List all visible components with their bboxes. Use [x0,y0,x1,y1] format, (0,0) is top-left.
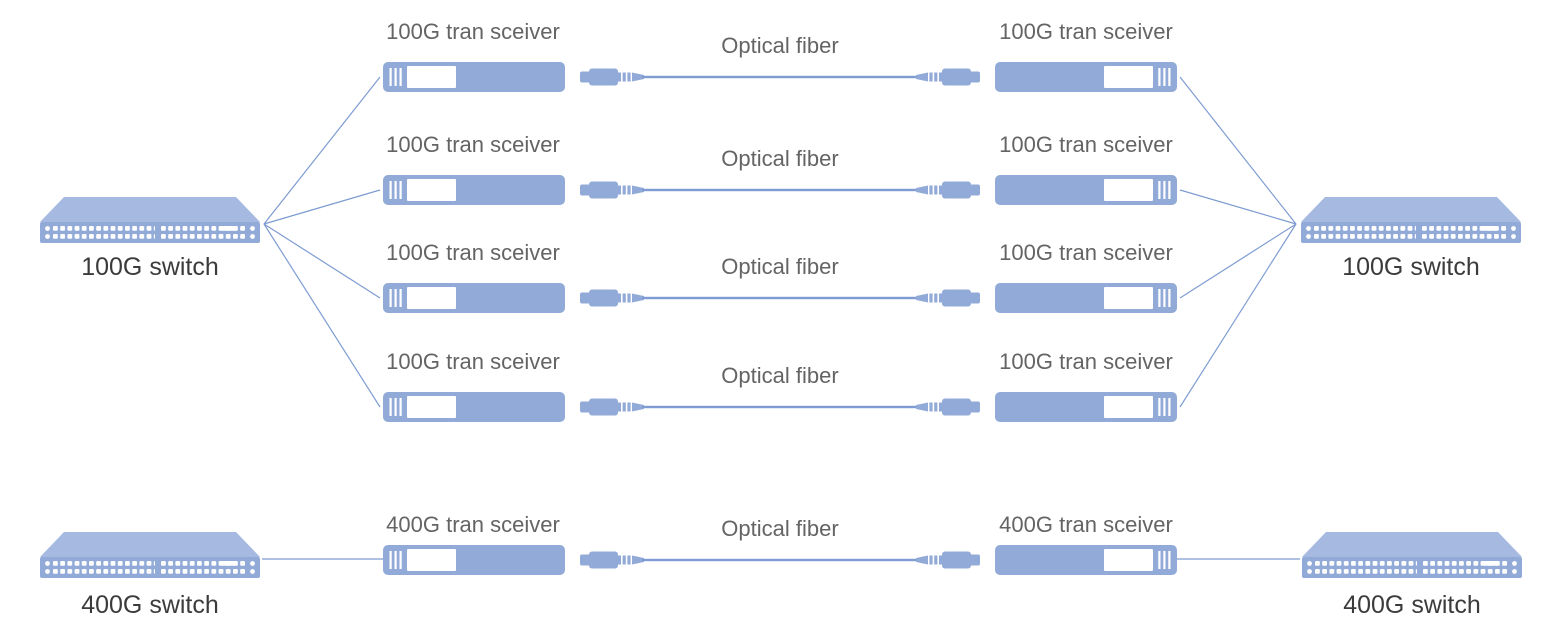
optical-fiber-label: Optical fiber [721,254,839,279]
optical-fiber-icon [580,392,980,422]
transceiver-icon [383,283,565,313]
transceiver-label: 100G tran sceiver [386,240,560,265]
optical-fiber-label: Optical fiber [721,516,839,541]
transceiver-label: 100G tran sceiver [386,132,560,157]
transceiver-label: 100G tran sceiver [999,240,1173,265]
optical-fiber-label: Optical fiber [721,146,839,171]
transceiver-label: 100G tran sceiver [999,132,1173,157]
transceiver-icon [995,175,1177,205]
optical-fiber-icon [580,283,980,313]
transceiver-icon [383,545,565,575]
transceiver-label: 100G tran sceiver [999,349,1173,374]
transceiver-icon [383,175,565,205]
transceiver-icon [995,62,1177,92]
switch-icon [1302,532,1522,578]
transceiver-label: 100G tran sceiver [386,19,560,44]
transceiver-label: 100G tran sceiver [999,19,1173,44]
transceiver-icon [383,62,565,92]
switch-icon [1301,197,1521,243]
transceiver-label: 400G tran sceiver [386,512,560,537]
transceiver-icon [995,283,1177,313]
transceiver-label: 400G tran sceiver [999,512,1173,537]
optical-fiber-icon [580,175,980,205]
optical-fiber-icon [580,62,980,92]
switch-label: 400G switch [1343,591,1481,619]
switch-icon [40,532,260,578]
switch-label: 100G switch [81,253,219,281]
optical-fiber-label: Optical fiber [721,33,839,58]
optical-fiber-label: Optical fiber [721,363,839,388]
transceiver-icon [383,392,565,422]
switch-icon [40,197,260,243]
transceiver-icon [995,392,1177,422]
switch-label: 100G switch [1342,253,1480,281]
transceiver-icon [995,545,1177,575]
transceiver-label: 100G tran sceiver [386,349,560,374]
switch-label: 400G switch [81,591,219,619]
optical-fiber-icon [580,545,980,575]
